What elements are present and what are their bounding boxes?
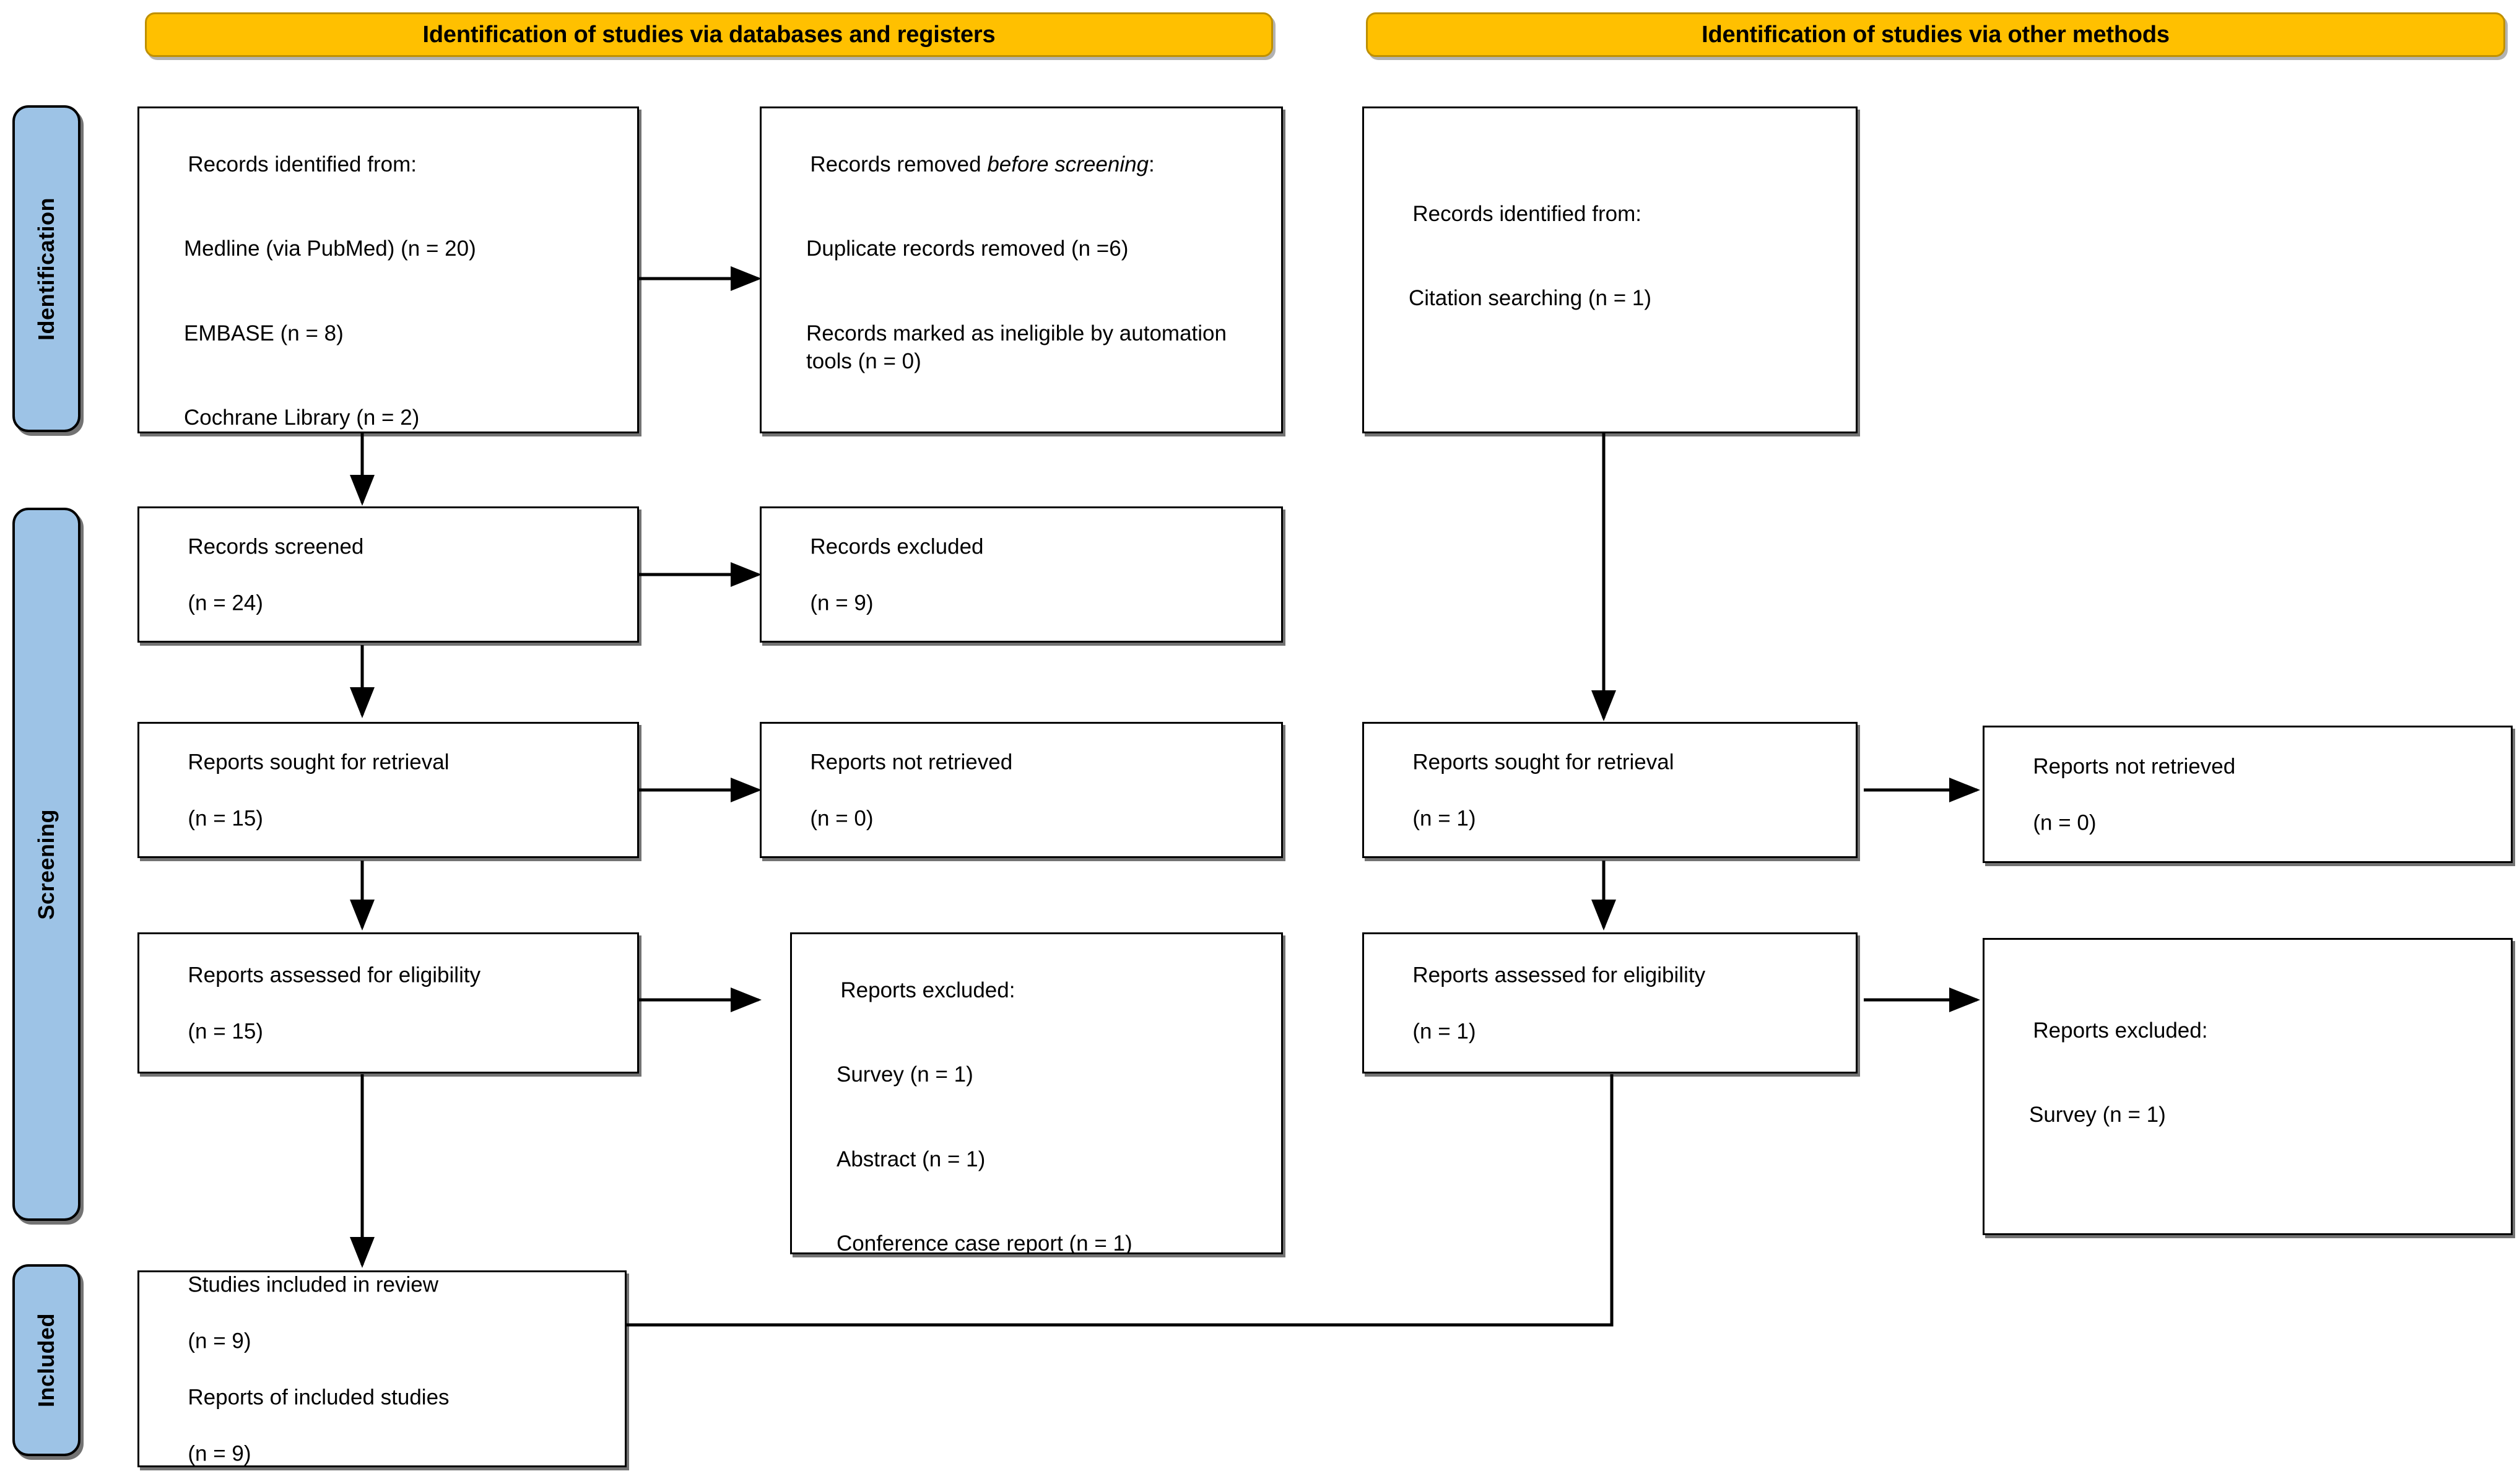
stage-label-screening-text: Screening bbox=[33, 809, 59, 920]
node-records-removed: Records removed before screening: Duplic… bbox=[760, 106, 1283, 433]
node-other-reports-assessed-text: Reports assessed for eligibility (n = 1) bbox=[1376, 934, 1850, 1072]
node-records-identified-text: Records identified from: Medline (via Pu… bbox=[152, 122, 631, 432]
records-identified-item-2: Cochrane Library (n = 2) bbox=[184, 406, 420, 430]
records-removed-title-italic: before screening bbox=[987, 152, 1149, 176]
node-records-excluded: Records excluded (n = 9) bbox=[760, 506, 1283, 643]
node-other-reports-assessed: Reports assessed for eligibility (n = 1) bbox=[1362, 932, 1858, 1074]
stage-label-included-text: Included bbox=[33, 1313, 59, 1407]
node-other-reports-not-retrieved: Reports not retrieved (n = 0) bbox=[1983, 726, 2513, 863]
node-other-reports-excluded-text: Reports excluded: Survey (n = 1) bbox=[1997, 988, 2505, 1186]
records-removed-item-0: Duplicate records removed (n =6) bbox=[806, 236, 1129, 261]
records-removed-item-1: Records marked as ineligible by automati… bbox=[806, 321, 1233, 374]
reports-excluded-item-1: Abstract (n = 1) bbox=[837, 1147, 986, 1171]
stage-label-identification: Identification bbox=[12, 105, 80, 432]
node-reports-assessed: Reports assessed for eligibility (n = 15… bbox=[137, 932, 639, 1074]
records-removed-title-suffix: : bbox=[1149, 152, 1155, 176]
studies-included-line4: (n = 9) bbox=[188, 1441, 251, 1465]
records-excluded-line2: (n = 9) bbox=[810, 590, 874, 615]
studies-included-line1: Studies included in review bbox=[188, 1272, 439, 1296]
records-screened-line1: Records screened bbox=[188, 534, 364, 558]
phase-header-other-methods: Identification of studies via other meth… bbox=[1366, 12, 2505, 57]
other-records-identified-item-0: Citation searching (n = 1) bbox=[1409, 285, 1652, 310]
reports-assessed-line2: (n = 15) bbox=[188, 1018, 263, 1043]
other-reports-not-retrieved-line1: Reports not retrieved bbox=[2033, 753, 2236, 778]
node-records-screened-text: Records screened (n = 24) bbox=[152, 508, 631, 641]
node-records-excluded-text: Records excluded (n = 9) bbox=[774, 508, 1275, 641]
records-identified-item-0: Medline (via PubMed) (n = 20) bbox=[184, 236, 476, 261]
stage-label-identification-text: Identification bbox=[33, 197, 59, 341]
node-reports-not-retrieved: Reports not retrieved (n = 0) bbox=[760, 722, 1283, 858]
studies-included-line2: (n = 9) bbox=[188, 1328, 251, 1353]
node-reports-excluded-text: Reports excluded: Survey (n = 1) Abstrac… bbox=[804, 948, 1275, 1254]
reports-not-retrieved-line1: Reports not retrieved bbox=[810, 749, 1013, 774]
other-reports-sought-line2: (n = 1) bbox=[1412, 805, 1476, 830]
phase-header-databases-label: Identification of studies via databases … bbox=[422, 21, 996, 48]
node-reports-sought-text: Reports sought for retrieval (n = 15) bbox=[152, 724, 631, 856]
reports-sought-line2: (n = 15) bbox=[188, 805, 263, 830]
records-removed-title-prefix: Records removed bbox=[810, 152, 988, 176]
records-removed-item-2: Records removed for other reasons (n = 0… bbox=[774, 432, 1275, 434]
reports-excluded-item-2: Conference case report (n = 1) bbox=[837, 1231, 1132, 1254]
node-other-records-identified: Records identified from: Citation search… bbox=[1362, 106, 1858, 433]
other-records-identified-title: Records identified from: bbox=[1412, 201, 1641, 226]
reports-not-retrieved-line2: (n = 0) bbox=[810, 805, 874, 830]
node-records-removed-text: Records removed before screening: Duplic… bbox=[774, 122, 1275, 434]
node-other-reports-not-retrieved-text: Reports not retrieved (n = 0) bbox=[1997, 727, 2505, 861]
node-records-identified: Records identified from: Medline (via Pu… bbox=[137, 106, 639, 433]
records-screened-line2: (n = 24) bbox=[188, 590, 263, 615]
other-reports-not-retrieved-line2: (n = 0) bbox=[2033, 810, 2097, 835]
phase-header-databases: Identification of studies via databases … bbox=[145, 12, 1273, 57]
other-reports-assessed-line1: Reports assessed for eligibility bbox=[1412, 962, 1706, 987]
node-reports-not-retrieved-text: Reports not retrieved (n = 0) bbox=[774, 724, 1275, 856]
stage-label-included: Included bbox=[12, 1264, 80, 1456]
reports-excluded-item-0: Survey (n = 1) bbox=[837, 1062, 973, 1087]
records-identified-item-1: EMBASE (n = 8) bbox=[184, 321, 344, 345]
other-reports-excluded-item-0: Survey (n = 1) bbox=[2029, 1102, 2166, 1127]
stage-label-screening: Screening bbox=[12, 508, 80, 1221]
node-studies-included-text: Studies included in review (n = 9) Repor… bbox=[152, 1272, 619, 1465]
phase-header-other-methods-label: Identification of studies via other meth… bbox=[1702, 21, 2170, 48]
node-reports-sought: Reports sought for retrieval (n = 15) bbox=[137, 722, 639, 858]
records-identified-title: Records identified from: bbox=[188, 152, 417, 176]
reports-excluded-title: Reports excluded: bbox=[840, 978, 1015, 1002]
other-reports-sought-line1: Reports sought for retrieval bbox=[1412, 749, 1674, 774]
reports-sought-line1: Reports sought for retrieval bbox=[188, 749, 450, 774]
other-reports-assessed-line2: (n = 1) bbox=[1412, 1018, 1476, 1043]
node-other-reports-sought: Reports sought for retrieval (n = 1) bbox=[1362, 722, 1858, 858]
other-reports-excluded-title: Reports excluded: bbox=[2033, 1018, 2208, 1043]
node-other-records-identified-text: Records identified from: Citation search… bbox=[1376, 171, 1850, 369]
node-studies-included: Studies included in review (n = 9) Repor… bbox=[137, 1270, 627, 1467]
node-other-reports-sought-text: Reports sought for retrieval (n = 1) bbox=[1376, 724, 1850, 856]
records-excluded-line1: Records excluded bbox=[810, 534, 984, 558]
node-records-screened: Records screened (n = 24) bbox=[137, 506, 639, 643]
node-reports-excluded: Reports excluded: Survey (n = 1) Abstrac… bbox=[790, 932, 1283, 1254]
reports-assessed-line1: Reports assessed for eligibility bbox=[188, 962, 481, 987]
node-other-reports-excluded: Reports excluded: Survey (n = 1) bbox=[1983, 938, 2513, 1235]
node-reports-assessed-text: Reports assessed for eligibility (n = 15… bbox=[152, 934, 631, 1072]
studies-included-line3: Reports of included studies bbox=[188, 1384, 450, 1409]
